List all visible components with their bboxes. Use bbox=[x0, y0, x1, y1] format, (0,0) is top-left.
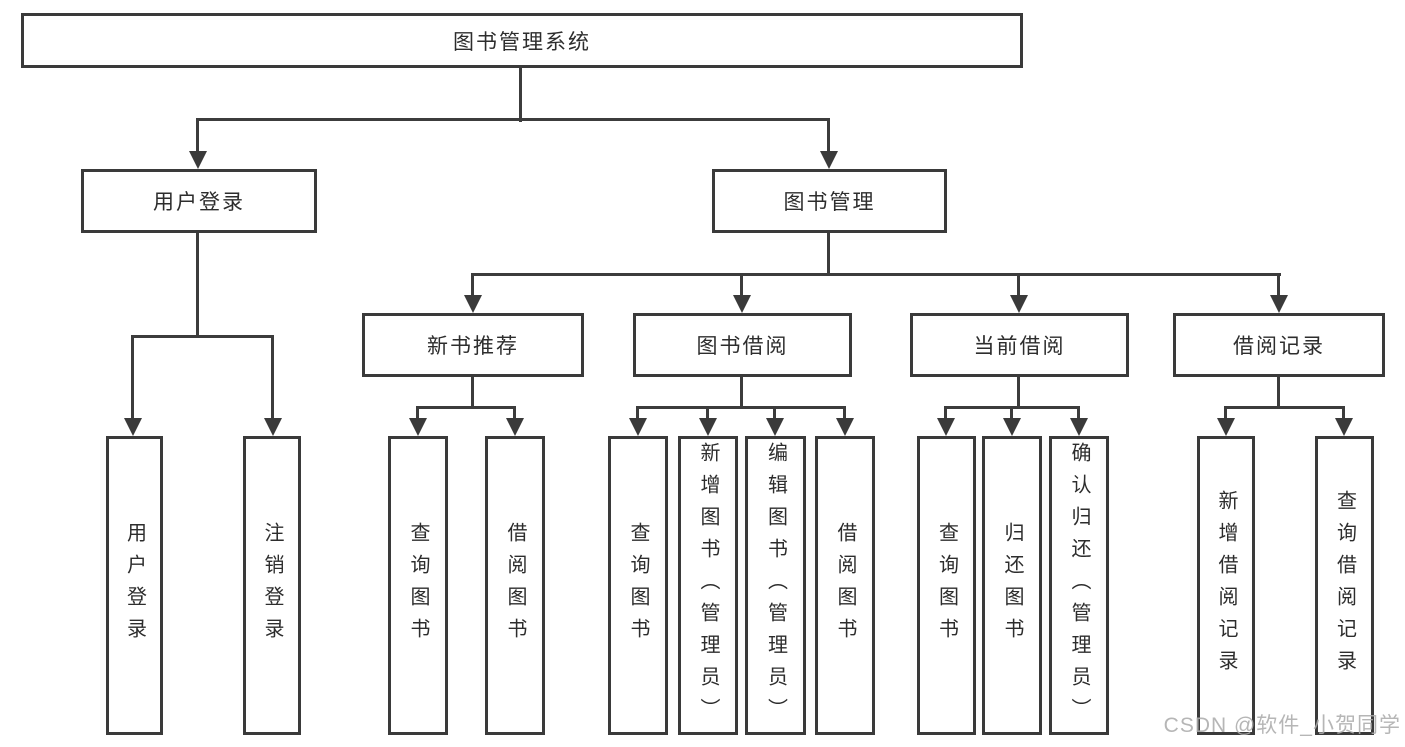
leaf-add-book-admin: 新增图书（管理员） bbox=[678, 436, 738, 735]
leaf-add-borrow-record: 新增借阅记录 bbox=[1197, 436, 1255, 735]
leaf-label: 查询图书 bbox=[407, 521, 429, 650]
connector-line bbox=[416, 406, 419, 420]
arrowhead-down-icon bbox=[1270, 295, 1288, 313]
arrowhead-down-icon bbox=[506, 418, 524, 436]
leaf-label: 用户登录 bbox=[123, 521, 146, 650]
arrowhead-down-icon bbox=[836, 418, 854, 436]
connector-line bbox=[1224, 406, 1227, 420]
node-label: 当前借阅 bbox=[973, 335, 1066, 358]
connector-line bbox=[1224, 406, 1345, 409]
connector-line bbox=[740, 274, 743, 298]
connector-line bbox=[773, 406, 776, 420]
leaf-label: 借阅图书 bbox=[834, 521, 856, 650]
arrowhead-down-icon bbox=[1335, 418, 1353, 436]
connector-line bbox=[416, 406, 516, 409]
connector-line bbox=[1277, 274, 1280, 298]
arrowhead-down-icon bbox=[189, 151, 207, 169]
leaf-label: 新增图书（管理员） bbox=[697, 441, 719, 730]
arrowhead-down-icon bbox=[1010, 295, 1028, 313]
arrowhead-down-icon bbox=[1070, 418, 1088, 436]
connector-line bbox=[1342, 406, 1345, 420]
connector-line bbox=[944, 406, 947, 420]
connector-line bbox=[636, 406, 639, 420]
node-box-new-book-recommend: 新书推荐 bbox=[362, 313, 584, 377]
arrowhead-down-icon bbox=[1217, 418, 1235, 436]
node-label-root: 图书管理系统 bbox=[453, 30, 591, 54]
leaf-label: 确认归还（管理员） bbox=[1068, 441, 1090, 730]
connector-line bbox=[1017, 377, 1020, 407]
leaf-label: 归还图书 bbox=[1001, 521, 1023, 650]
arrowhead-down-icon bbox=[699, 418, 717, 436]
connector-line bbox=[1010, 406, 1013, 420]
connector-line bbox=[706, 406, 709, 420]
node-label: 图书借阅 bbox=[696, 335, 789, 358]
leaf-confirm-return-admin: 确认归还（管理员） bbox=[1049, 436, 1109, 735]
leaf-label: 新增借阅记录 bbox=[1215, 489, 1237, 682]
connector-line bbox=[843, 406, 846, 420]
node-label: 新书推荐 bbox=[427, 335, 519, 358]
leaf-borrow-books-recommend: 借阅图书 bbox=[485, 436, 545, 735]
arrowhead-down-icon bbox=[820, 151, 838, 169]
connector-line bbox=[740, 377, 743, 407]
leaf-query-books-current: 查询图书 bbox=[917, 436, 976, 735]
connector-line bbox=[1277, 377, 1280, 407]
leaf-query-books-recommend: 查询图书 bbox=[388, 436, 448, 735]
leaf-label: 查询图书 bbox=[627, 521, 649, 650]
arrowhead-down-icon bbox=[264, 418, 282, 436]
node-label: 图书管理 bbox=[783, 191, 876, 214]
node-label: 用户登录 bbox=[153, 191, 245, 214]
node-box-book-management: 图书管理 bbox=[712, 169, 947, 233]
leaf-label: 注销登录 bbox=[261, 521, 283, 650]
connector-line bbox=[131, 335, 274, 338]
connector-line bbox=[131, 335, 134, 420]
leaf-logout: 注销登录 bbox=[243, 436, 301, 735]
leaf-label: 借阅图书 bbox=[504, 521, 526, 650]
node-box-borrow-records: 借阅记录 bbox=[1173, 313, 1385, 377]
connector-line bbox=[519, 68, 522, 122]
leaf-label: 编辑图书（管理员） bbox=[764, 441, 787, 730]
connector-line bbox=[196, 118, 830, 121]
leaf-label: 查询借阅记录 bbox=[1333, 489, 1356, 682]
arrowhead-down-icon bbox=[464, 295, 482, 313]
connector-line bbox=[1077, 406, 1080, 420]
connector-line bbox=[827, 120, 830, 153]
arrowhead-down-icon bbox=[766, 418, 784, 436]
leaf-label: 查询图书 bbox=[935, 521, 958, 650]
connector-line bbox=[471, 377, 474, 407]
connector-line bbox=[271, 335, 274, 420]
arrowhead-down-icon bbox=[409, 418, 427, 436]
node-box-book-borrow: 图书借阅 bbox=[633, 313, 852, 377]
connector-line bbox=[471, 274, 474, 298]
watermark: CSDN @软件_小贺同学 bbox=[1163, 714, 1401, 737]
arrowhead-down-icon bbox=[124, 418, 142, 436]
arrowhead-down-icon bbox=[733, 295, 751, 313]
arrowhead-down-icon bbox=[629, 418, 647, 436]
connector-line bbox=[196, 120, 199, 153]
leaf-borrow-books: 借阅图书 bbox=[815, 436, 875, 735]
connector-line bbox=[636, 406, 846, 409]
arrowhead-down-icon bbox=[937, 418, 955, 436]
connector-line bbox=[513, 406, 516, 420]
node-label: 借阅记录 bbox=[1233, 335, 1325, 358]
leaf-query-borrow-record: 查询借阅记录 bbox=[1315, 436, 1374, 735]
leaf-edit-book-admin: 编辑图书（管理员） bbox=[745, 436, 806, 735]
node-box-user-login: 用户登录 bbox=[81, 169, 317, 233]
leaf-user-login: 用户登录 bbox=[106, 436, 163, 735]
connector-line bbox=[827, 233, 830, 275]
connector-line bbox=[1017, 274, 1020, 298]
leaf-query-books-borrow: 查询图书 bbox=[608, 436, 668, 735]
node-box-current-borrow: 当前借阅 bbox=[910, 313, 1129, 377]
node-box-root: 图书管理系统 bbox=[21, 13, 1023, 68]
connector-line bbox=[471, 273, 1281, 276]
arrowhead-down-icon bbox=[1003, 418, 1021, 436]
connector-line bbox=[196, 233, 199, 337]
leaf-return-book: 归还图书 bbox=[982, 436, 1042, 735]
